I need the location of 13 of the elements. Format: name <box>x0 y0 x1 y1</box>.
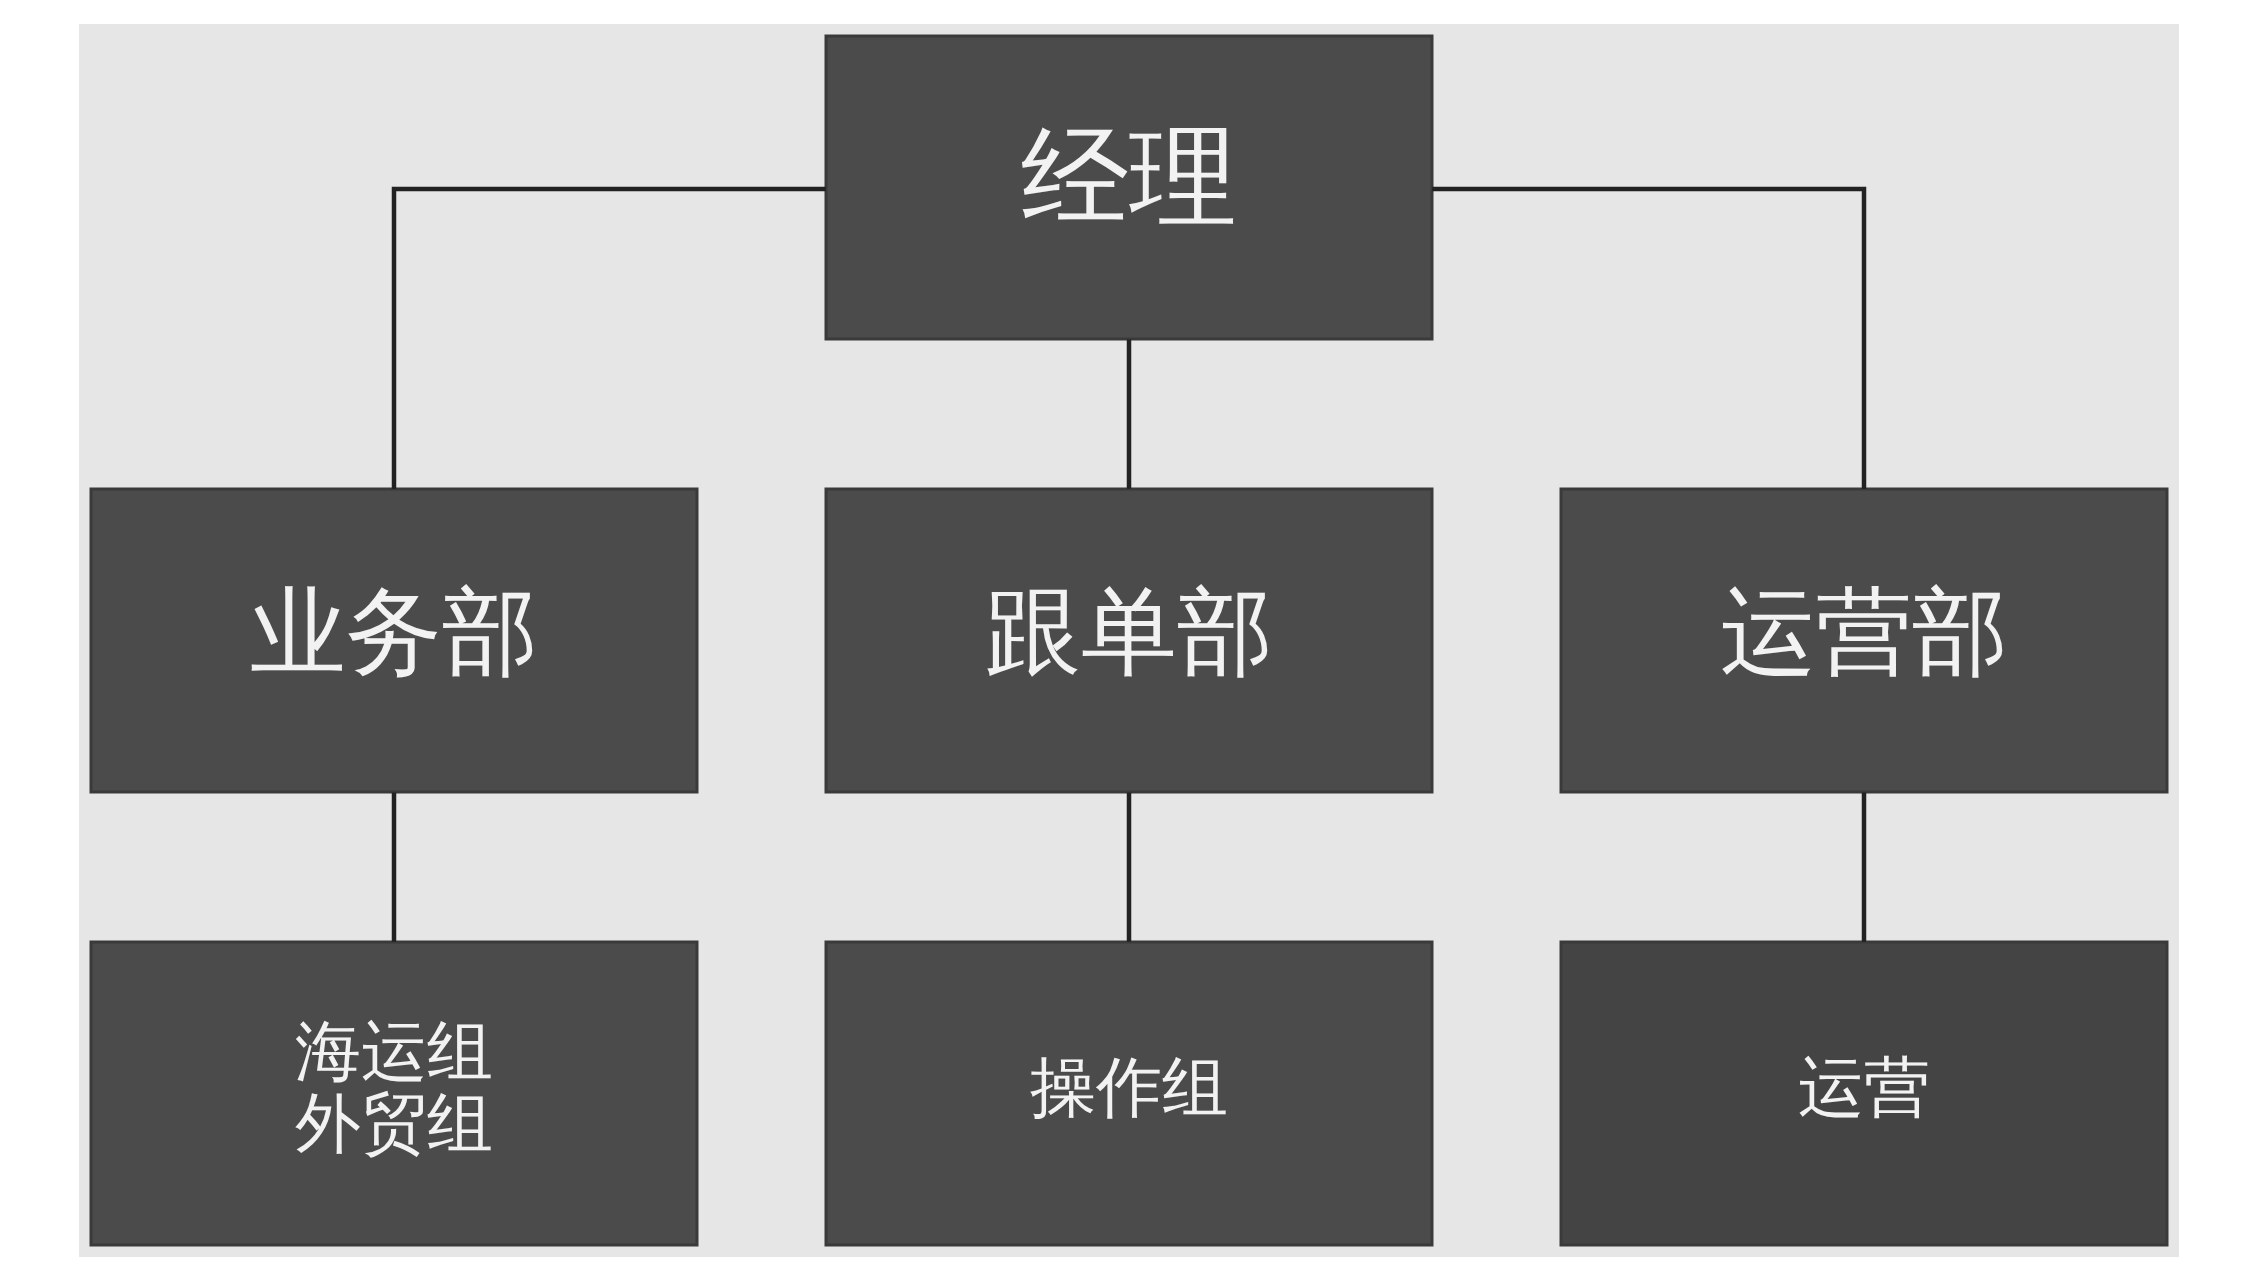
node-box: 操作组 <box>824 940 1433 1246</box>
connector <box>391 792 396 942</box>
connector <box>1126 339 1131 489</box>
connector <box>1431 186 1866 489</box>
node-box: 运营 <box>1559 940 2168 1246</box>
node-box: 业务部 <box>89 487 698 793</box>
node-box: 运营部 <box>1559 487 2168 793</box>
node-box: 经理 <box>824 34 1433 340</box>
node-box: 海运组 外贸组 <box>89 940 698 1246</box>
connector <box>1126 792 1131 942</box>
connector <box>391 186 826 489</box>
connector <box>1861 792 1866 942</box>
node-box: 跟单部 <box>824 487 1433 793</box>
